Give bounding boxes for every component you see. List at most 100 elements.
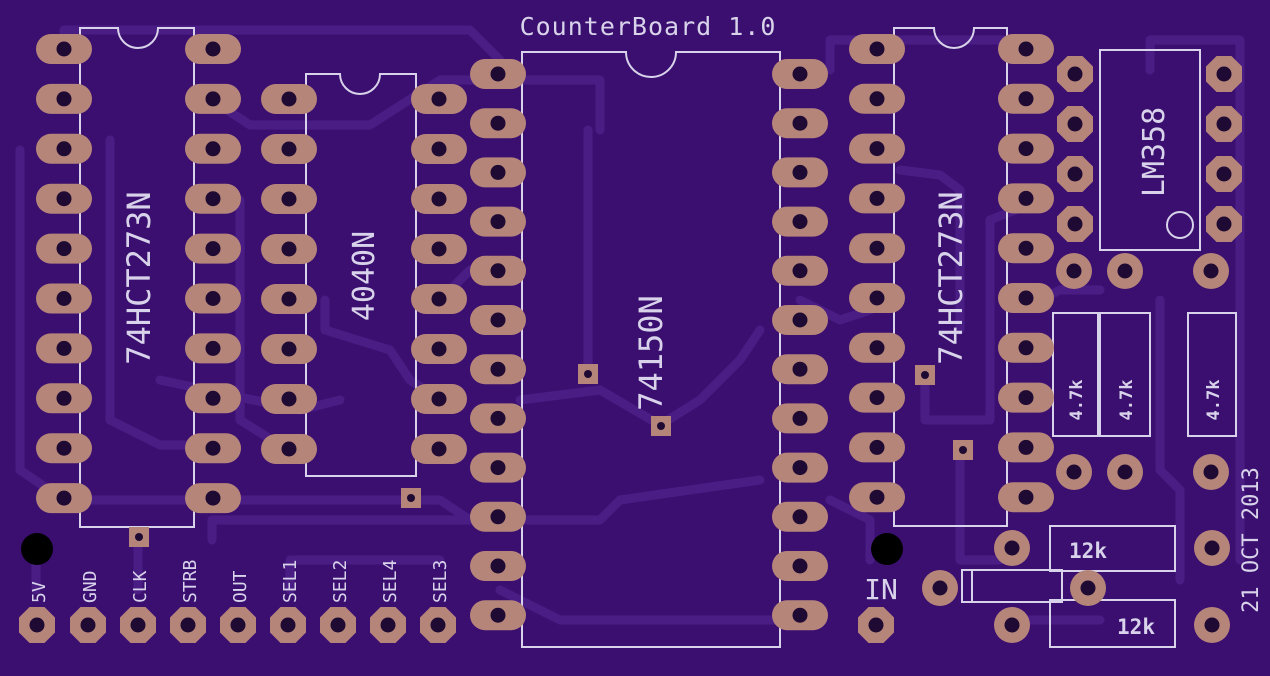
board-date: 21 OCT 2013 (1239, 467, 1264, 613)
resistor-pad (1056, 454, 1092, 490)
u-left-right-pad (185, 483, 241, 514)
u-right-left-pad (849, 382, 905, 413)
header-label-sel1: SEL1 (280, 560, 301, 603)
u-center-right-pad (772, 206, 828, 237)
u-center-left-pad (470, 600, 526, 631)
resistor-pad (1107, 253, 1143, 289)
fiducial-left (21, 533, 53, 565)
resistor-pad (1193, 454, 1229, 490)
u-mid-left-pad (261, 184, 317, 214)
via (578, 364, 598, 384)
u-center-right-pad (772, 59, 828, 89)
input-pad (858, 607, 894, 643)
header-label-gnd: GND (80, 570, 101, 603)
u-center-right-pad (772, 551, 828, 581)
u-mid-left-pad (261, 334, 317, 364)
resistor-pad (1194, 607, 1230, 643)
via (651, 416, 671, 436)
resistor-pad (1193, 253, 1229, 289)
board-title: CounterBoard 1.0 (520, 12, 777, 41)
header-label-5v: 5V (29, 581, 50, 603)
u-left-left-pad (36, 233, 92, 264)
header-label-clk: CLK (130, 570, 151, 603)
u-opamp-pad (1206, 206, 1242, 242)
u-left-right-pad (185, 433, 241, 464)
header-pad (19, 607, 55, 643)
u-center-left-pad (470, 452, 526, 483)
u-left-left-pad (36, 283, 92, 314)
u-mid-left-pad (261, 434, 317, 464)
header-pad (170, 607, 206, 643)
u-right-right-pad (998, 183, 1054, 214)
u-center-left-pad (470, 501, 526, 532)
header-pad (120, 607, 156, 643)
u-center-label: 74150N (632, 295, 670, 411)
u-left-right-pad (185, 133, 241, 164)
header-pad (420, 607, 456, 643)
r2-label: 4.7k (1117, 380, 1137, 421)
via (915, 365, 935, 385)
u-opamp-pad (1057, 106, 1093, 142)
r1-outline (1052, 312, 1099, 437)
r5-label: 12k (1117, 615, 1155, 639)
u-center-right-pad (772, 305, 828, 335)
u-right-right-pad (998, 233, 1054, 264)
silkscreen-outlines (79, 27, 1237, 648)
r2-outline (1099, 312, 1151, 437)
u-opamp-pad (1057, 206, 1093, 242)
u-center-right-pad (772, 403, 828, 434)
u-mid-outline (305, 73, 417, 477)
u-opamp-pad (1057, 156, 1093, 192)
u-left-left-pad (36, 383, 92, 414)
header-pad (320, 607, 356, 643)
u-center-right-pad (772, 600, 828, 631)
u-mid-right-pad (411, 284, 467, 314)
u-mid-left-pad (261, 384, 317, 414)
u-left-right-pad (185, 83, 241, 114)
u-center-right-pad (772, 501, 828, 532)
r5-outline (1049, 599, 1176, 648)
u-right-left-pad (849, 332, 905, 363)
u-right-right-pad (998, 382, 1054, 413)
pin1-marker-icon (1166, 211, 1194, 239)
u-left-left-pad (36, 34, 92, 64)
u-left-left-pad (36, 433, 92, 464)
u-center-left-pad (470, 206, 526, 237)
u-left-right-pad (185, 383, 241, 414)
via (401, 488, 421, 508)
copper-pads (19, 34, 1242, 643)
resistor-pad (994, 607, 1030, 643)
u-opamp-label: LM358 (1137, 107, 1172, 197)
u-right-right-pad (998, 332, 1054, 363)
u-opamp-pad (1206, 56, 1242, 92)
u-center-left-pad (470, 403, 526, 434)
header-pad (370, 607, 406, 643)
u-right-left-pad (849, 183, 905, 214)
u-right-left-pad (849, 482, 905, 513)
u-center-left-pad (470, 551, 526, 581)
u-mid-right-pad (411, 134, 467, 164)
u-right-left-pad (849, 233, 905, 264)
u-mid-left-pad (261, 284, 317, 314)
r3-label: 4.7k (1204, 380, 1224, 421)
u-right-right-pad (998, 432, 1054, 463)
u-opamp-pad (1206, 106, 1242, 142)
u-center-left-pad (470, 108, 526, 139)
u-center-left-pad (470, 59, 526, 89)
u-right-right-pad (998, 482, 1054, 513)
u-opamp-pad (1057, 56, 1093, 92)
u-right-outline (893, 27, 1008, 527)
u-right-left-pad (849, 133, 905, 164)
resistor-pad (922, 570, 958, 606)
u-right-label: 74HCT273N (932, 191, 970, 364)
u-left-left-pad (36, 83, 92, 114)
header-pad (270, 607, 306, 643)
u-center-left-pad (470, 255, 526, 286)
u-mid-left-pad (261, 84, 317, 114)
u-left-left-pad (36, 333, 92, 364)
header-label-sel2: SEL2 (330, 560, 351, 603)
u-mid-right-pad (411, 234, 467, 264)
diode-outline (961, 569, 1063, 603)
u-left-right-pad (185, 34, 241, 64)
header-label-strb: STRB (180, 560, 201, 603)
